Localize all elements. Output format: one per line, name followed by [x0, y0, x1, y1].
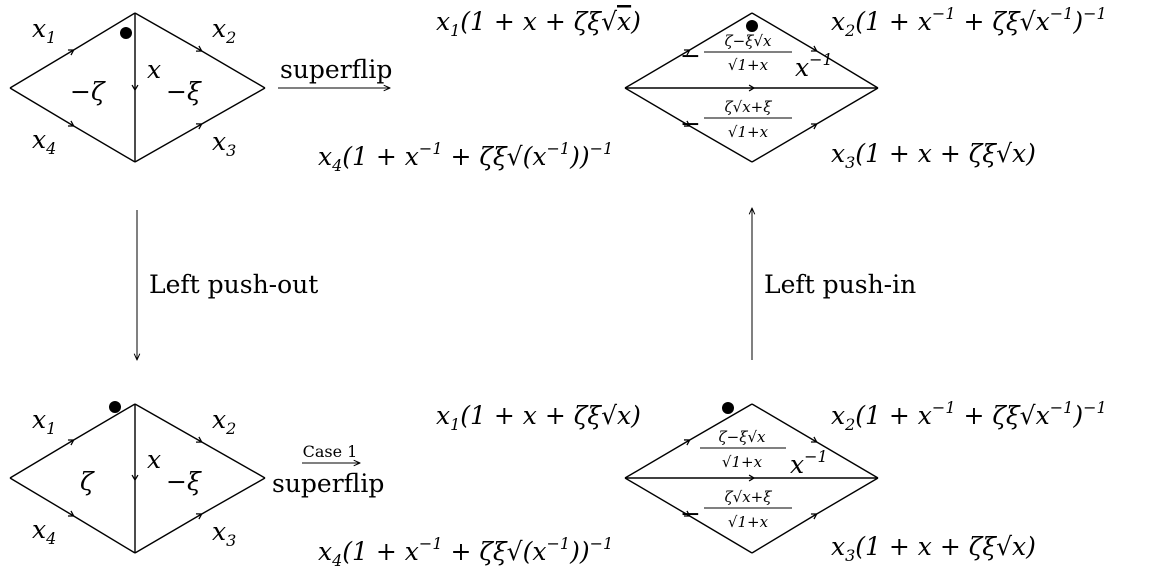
edge-x2: [751, 403, 879, 479]
marked-point: [120, 27, 132, 39]
diagonal-label: x−1: [795, 50, 833, 82]
label-x4-expr: x4(1 + x−1 + ζξ√(x−1))−1: [318, 139, 613, 175]
edge-x1: [9, 12, 136, 89]
label-x3-expr: x3(1 + x + ζξ√x): [831, 532, 1036, 565]
top-right-quiver: x1(1 + x + ζξ√x) x2(1 + x−1 + ζξ√x−1)−1 …: [318, 4, 1107, 175]
marked-point: [109, 401, 121, 413]
case-label: Case 1: [303, 442, 358, 461]
diagonal-label: x: [147, 445, 161, 474]
edge-x1: [624, 403, 753, 479]
edge-x2: [134, 12, 266, 89]
label-x4: x4: [32, 125, 56, 158]
edge-x2: [751, 12, 879, 89]
lower-face-coefficient: − ζ√x+ξ √1+x: [680, 98, 792, 141]
marked-point: [722, 402, 734, 414]
left-face-label: −ζ: [70, 77, 106, 106]
label-x4: x4: [32, 515, 56, 548]
svg-text:√1+x: √1+x: [728, 513, 769, 531]
bottom-superflip-arrow: Case 1 superflip: [272, 442, 384, 498]
bottom-left-quiver: x1 x2 x3 x4 ζ −ξ x: [9, 401, 266, 554]
edge-x4: [624, 477, 753, 554]
label-x1: x1: [32, 405, 56, 438]
svg-text:ζ√x+ξ: ζ√x+ξ: [725, 98, 773, 116]
right-face-label: −ξ: [166, 77, 202, 106]
edge-x4: [9, 87, 136, 163]
label-x2-expr: x2(1 + x−1 + ζξ√x−1)−1: [831, 398, 1107, 434]
svg-text:ζ−ξ√x: ζ−ξ√x: [719, 428, 767, 446]
label-x3-expr: x3(1 + x + ζξ√x): [831, 139, 1036, 172]
svg-text:√1+x: √1+x: [728, 56, 769, 74]
superflip-label: superflip: [280, 55, 392, 84]
edge-x3: [134, 87, 266, 163]
edge-x3: [751, 87, 879, 163]
edge-x4: [624, 87, 753, 163]
diagonal-label: x: [147, 55, 161, 84]
edge-x4: [9, 477, 136, 554]
left-push-out-arrow: Left push-out: [137, 210, 318, 360]
label-x2: x2: [212, 405, 236, 438]
label-x1-expr: x1(1 + x + ζξ√x): [436, 7, 641, 40]
top-left-quiver: x1 x2 x3 x4 −ζ −ξ x: [9, 12, 266, 163]
svg-text:ζ√x+ξ: ζ√x+ξ: [725, 488, 773, 506]
right-face-label: −ξ: [166, 467, 202, 496]
svg-text:−: −: [680, 109, 701, 138]
marked-point: [746, 20, 758, 32]
label-x1-expr: x1(1 + x + ζξ√x): [436, 401, 641, 434]
svg-text:−: −: [680, 499, 701, 528]
left-push-out-label: Left push-out: [149, 270, 318, 299]
superflip-label: superflip: [272, 469, 384, 498]
left-face-label: ζ: [80, 467, 95, 496]
label-x4-expr: x4(1 + x−1 + ζξ√(x−1))−1: [318, 534, 613, 570]
edge-x3: [751, 477, 879, 554]
label-x3: x3: [212, 517, 236, 550]
upper-face-coefficient: ζ−ξ√x √1+x x−1: [700, 428, 828, 479]
left-push-in-arrow: Left push-in: [752, 208, 916, 360]
lower-face-coefficient: − ζ√x+ξ √1+x: [680, 488, 792, 531]
svg-text:ζ−ξ√x: ζ−ξ√x: [725, 32, 773, 50]
label-x1: x1: [32, 14, 56, 47]
svg-text:√1+x: √1+x: [722, 453, 763, 471]
svg-text:√1+x: √1+x: [728, 123, 769, 141]
label-x3: x3: [212, 127, 236, 160]
top-superflip-arrow: superflip: [278, 55, 392, 88]
edge-x1: [624, 12, 753, 89]
edge-x1: [9, 403, 136, 479]
svg-text:−: −: [680, 41, 701, 70]
diagonal-label: x−1: [790, 447, 828, 479]
edge-x3: [134, 477, 266, 554]
label-x2-expr: x2(1 + x−1 + ζξ√x−1)−1: [831, 4, 1107, 40]
upper-face-coefficient: − ζ−ξ√x √1+x x−1: [680, 32, 833, 82]
label-x2: x2: [212, 14, 236, 47]
left-push-in-label: Left push-in: [764, 270, 916, 299]
bottom-right-quiver: x1(1 + x + ζξ√x) x2(1 + x−1 + ζξ√x−1)−1 …: [318, 398, 1107, 570]
edge-x2: [134, 403, 266, 479]
